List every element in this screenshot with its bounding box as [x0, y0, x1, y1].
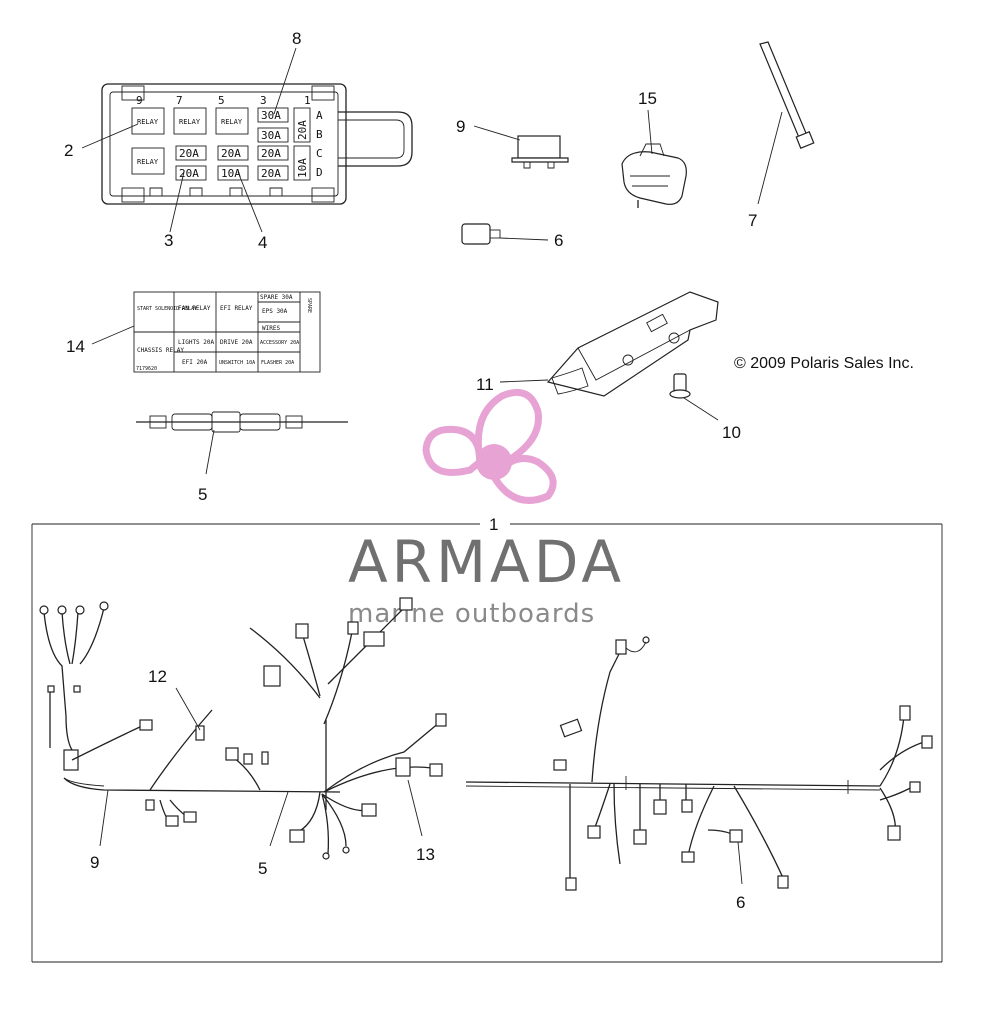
harness-assembly-frame [31, 523, 943, 963]
slot-number-5: 5 [218, 94, 225, 107]
fuse-box: 9 7 5 3 1 RELAY RELAY RELAY RELAY 30A 30… [101, 83, 413, 205]
right-harness [465, 636, 933, 891]
fuse-label: 20A [179, 167, 199, 180]
side-fuse-label: 10A [296, 158, 309, 178]
callout-11: 11 [476, 375, 494, 394]
row-letter-c: C [316, 147, 323, 160]
decal-drive: DRIVE 20A [220, 339, 253, 346]
relay-part [511, 135, 569, 169]
watermark-brand: ARMADA [348, 528, 625, 596]
armada-watermark: ARMADA marine outboards [348, 389, 625, 629]
relay-label: RELAY [137, 158, 159, 166]
cable-tie [759, 41, 815, 149]
decal-start-solenoid: START SOLENOID RELAY [137, 306, 197, 312]
watermark-tagline: marine outboards [348, 599, 595, 629]
mounting-bracket [546, 291, 719, 397]
callout-14: 14 [66, 337, 85, 356]
relay-label: RELAY [137, 118, 159, 126]
fuse-label: 30A [261, 109, 281, 122]
row-letter-d: D [316, 166, 323, 179]
callout-6-lower: 6 [736, 893, 745, 912]
side-fuse-label: 20A [296, 120, 309, 140]
fuse-label: 10A [221, 167, 241, 180]
fuse-label: 20A [261, 147, 281, 160]
callout-2: 2 [64, 141, 73, 160]
small-connector [461, 223, 501, 245]
fuse-label: 20A [221, 147, 241, 160]
callout-13: 13 [416, 845, 435, 864]
decal-efi: EFI RELAY [220, 305, 253, 312]
callout-6: 6 [554, 231, 563, 250]
decal-accessory: ACCESSORY 20A [260, 340, 299, 346]
push-rivet [669, 373, 691, 399]
decal-part-number: 7179620 [136, 366, 157, 372]
propeller-logo [422, 389, 557, 504]
slot-number-1: 1 [304, 94, 311, 107]
callout-4: 4 [258, 233, 267, 252]
decal-efi-20a: EFI 20A [182, 359, 208, 366]
row-letter-b: B [316, 128, 323, 141]
harness-segment [136, 411, 348, 433]
decal-unswitch: UNSWITCH 10A [219, 360, 255, 366]
slot-number-3: 3 [260, 94, 267, 107]
callout-15: 15 [638, 89, 657, 108]
relay-label: RELAY [179, 118, 201, 126]
slot-number-9: 9 [136, 94, 143, 107]
callout-8: 8 [292, 29, 301, 48]
decal-side-text: SPARE [306, 298, 312, 313]
callout-1: 1 [489, 515, 498, 534]
fuse-decal: START SOLENOID RELAY FAN RELAY EFI RELAY… [133, 291, 321, 373]
callout-7: 7 [748, 211, 757, 230]
callout-5: 5 [198, 485, 207, 504]
fuse-label: 20A [261, 167, 281, 180]
decal-spare: SPARE 30A [260, 294, 293, 301]
fuse-label: 20A [179, 147, 199, 160]
callout-10: 10 [722, 423, 741, 442]
slot-number-7: 7 [176, 94, 183, 107]
connector-part [621, 143, 687, 208]
callout-9-lower: 9 [90, 853, 99, 872]
callout-5-lower: 5 [258, 859, 267, 878]
relay-label: RELAY [221, 118, 243, 126]
callout-3: 3 [164, 231, 173, 250]
decal-fan: FAN RELAY [178, 305, 211, 312]
copyright-text: © 2009 Polaris Sales Inc. [734, 355, 914, 372]
decal-chassis: CHASSIS RELAY [137, 347, 184, 354]
decal-flasher: FLASHER 20A [261, 360, 294, 366]
decal-eps: EPS 30A [262, 308, 288, 315]
decal-wires: WIRES [262, 325, 280, 332]
decal-lights: LIGHTS 20A [178, 339, 215, 346]
left-harness [39, 597, 447, 860]
fuse-label: 30A [261, 129, 281, 142]
row-letter-a: A [316, 109, 323, 122]
callout-12: 12 [148, 667, 167, 686]
callout-9: 9 [456, 117, 465, 136]
